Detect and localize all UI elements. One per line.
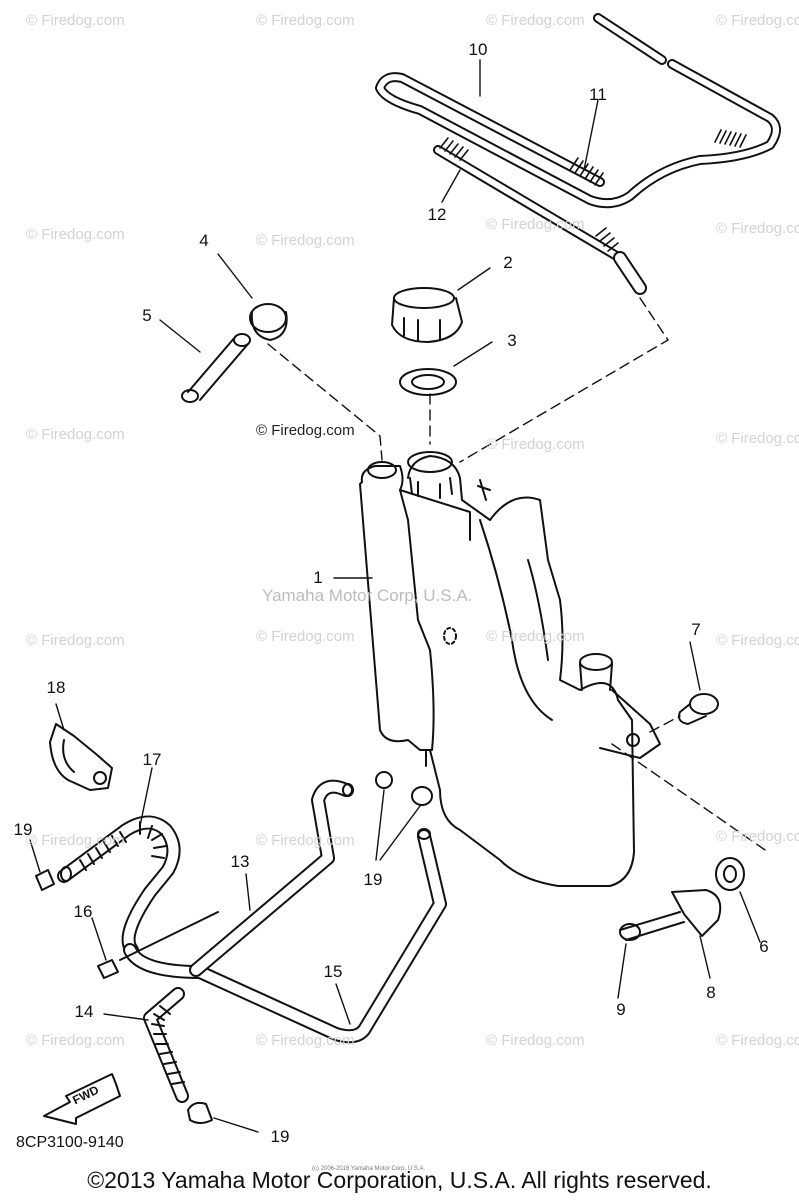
watermark: © Firedog.com bbox=[26, 832, 125, 849]
reservoir-tank bbox=[359, 451, 661, 887]
callout-6: 6 bbox=[759, 937, 769, 956]
tiny-credit: (c) 2006-2016 Yamaha Motor Corp, U.S.A. bbox=[312, 1166, 426, 1172]
watermark: © Firedog.com bbox=[716, 12, 799, 29]
watermark: © Firedog.com bbox=[716, 1032, 799, 1049]
clip bbox=[49, 723, 113, 791]
hoses-13-15 bbox=[119, 779, 447, 1044]
watermark: © Firedog.com bbox=[486, 12, 585, 29]
vent-hose bbox=[375, 13, 781, 295]
watermark: © Firedog.com bbox=[26, 632, 125, 649]
callout-19-left: 19 bbox=[13, 820, 33, 839]
watermark: © Firedog.com bbox=[256, 628, 355, 645]
callout-2: 2 bbox=[503, 253, 513, 272]
callout-10: 10 bbox=[468, 40, 488, 59]
callout-3: 3 bbox=[507, 331, 517, 350]
watermark: © Firedog.com bbox=[716, 828, 799, 845]
fwd-arrow bbox=[43, 1073, 121, 1125]
watermark: © Firedog.com bbox=[256, 232, 355, 249]
hose-14 bbox=[143, 987, 189, 1103]
callout-5: 5 bbox=[142, 306, 152, 325]
callout-13: 13 bbox=[230, 852, 250, 871]
hose-17 bbox=[57, 815, 181, 957]
callout-12: 12 bbox=[427, 205, 447, 224]
diagram-code: 8CP3100-9140 bbox=[16, 1134, 124, 1151]
watermark: © Firedog.com bbox=[26, 1032, 125, 1049]
leader-lines bbox=[29, 59, 761, 1133]
grommet-7 bbox=[678, 693, 719, 725]
watermark: © Firedog.com bbox=[486, 628, 585, 645]
watermark: © Firedog.com bbox=[716, 632, 799, 649]
callout-9: 9 bbox=[616, 1000, 626, 1019]
watermark: © Firedog.com bbox=[26, 426, 125, 443]
callout-1: 1 bbox=[313, 568, 323, 587]
watermark: © Firedog.com bbox=[256, 12, 355, 29]
callout-19-bottom: 19 bbox=[270, 1127, 290, 1146]
watermark: © Firedog.com bbox=[26, 226, 125, 243]
watermark: © Firedog.com bbox=[256, 1032, 355, 1049]
callout-19-center: 19 bbox=[363, 870, 383, 889]
center-watermark: © Firedog.com bbox=[256, 422, 355, 439]
callout-14: 14 bbox=[74, 1002, 94, 1021]
callout-7: 7 bbox=[691, 620, 701, 639]
callout-8: 8 bbox=[706, 983, 716, 1002]
callout-16: 16 bbox=[73, 902, 93, 921]
fitting-and-hose bbox=[181, 303, 288, 403]
callout-17: 17 bbox=[142, 750, 162, 769]
brand-watermark: Yamaha Motor Corp, U.S.A. bbox=[262, 586, 473, 605]
watermark: © Firedog.com bbox=[26, 12, 125, 29]
callout-11: 11 bbox=[589, 85, 607, 104]
tank-cap bbox=[391, 287, 463, 343]
watermark: © Firedog.com bbox=[256, 832, 355, 849]
callout-15: 15 bbox=[323, 962, 343, 981]
mount-hardware bbox=[619, 857, 745, 941]
watermark: © Firedog.com bbox=[486, 436, 585, 453]
clamps bbox=[35, 771, 433, 1124]
copyright-notice: ©2013 Yamaha Motor Corporation, U.S.A. A… bbox=[87, 1167, 712, 1193]
callout-4: 4 bbox=[199, 231, 209, 250]
watermark: © Firedog.com bbox=[486, 216, 585, 233]
callout-18: 18 bbox=[46, 678, 66, 697]
watermark: © Firedog.com bbox=[716, 430, 799, 447]
assembly-lines bbox=[267, 297, 769, 853]
watermark: © Firedog.com bbox=[486, 1032, 585, 1049]
gasket bbox=[399, 368, 457, 396]
watermark: © Firedog.com bbox=[716, 220, 799, 237]
